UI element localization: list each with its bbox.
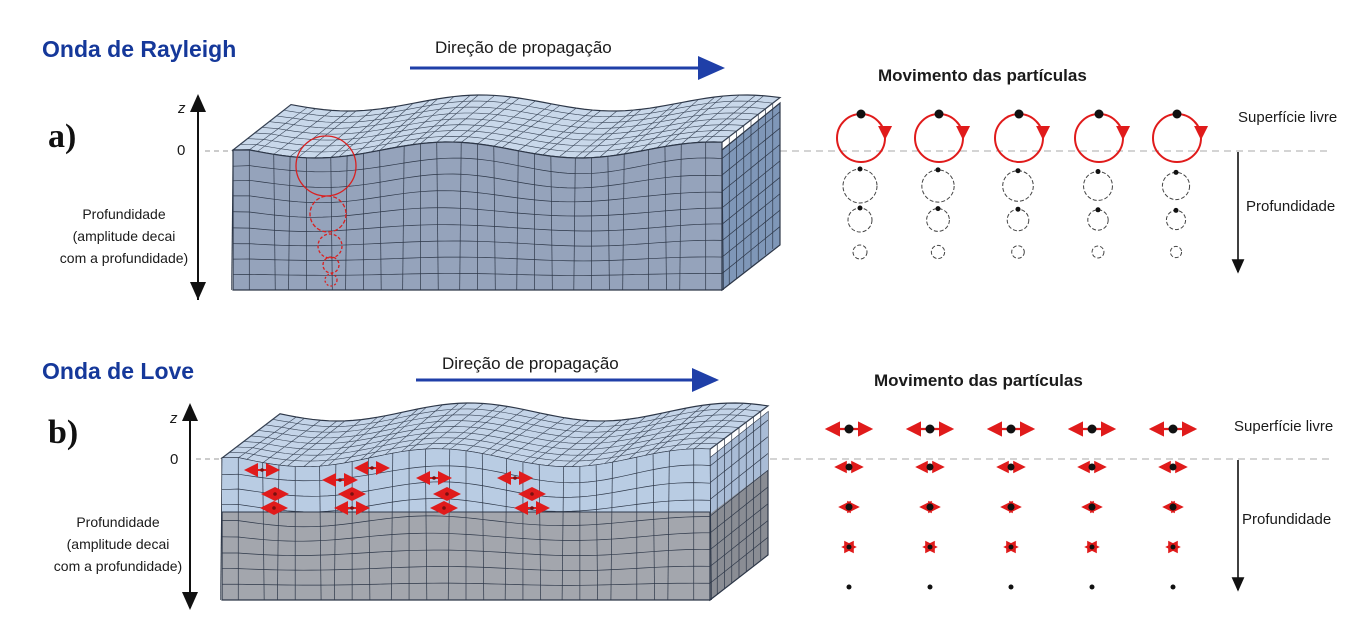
particle-marker bbox=[1158, 460, 1188, 474]
particle-motion-b bbox=[824, 421, 1198, 590]
surface-orbit bbox=[914, 109, 971, 260]
particle-marker bbox=[1067, 421, 1117, 437]
surface-orbit bbox=[836, 109, 893, 260]
particle-marker bbox=[915, 460, 945, 474]
slab-motion-arrow bbox=[354, 461, 390, 475]
particle-marker bbox=[824, 421, 874, 437]
rayleigh-panel bbox=[190, 56, 1330, 300]
particle-marker bbox=[846, 584, 852, 590]
rayleigh-tag: a) bbox=[48, 118, 77, 155]
particle-orbits-a bbox=[836, 109, 1209, 260]
rayleigh-depth-label: Profundidade bbox=[1246, 198, 1336, 215]
particle-marker bbox=[905, 421, 955, 437]
particle-marker bbox=[841, 540, 857, 554]
love-tag: b) bbox=[48, 414, 79, 451]
love-direction-label: Direção de propagação bbox=[442, 354, 619, 373]
love-motion-title: Movimento das partículas bbox=[874, 371, 1083, 390]
rayleigh-depth-description: Profundidade (amplitude decai com a prof… bbox=[59, 206, 189, 266]
love-z-label: z bbox=[170, 410, 178, 427]
surface-orbit bbox=[1074, 109, 1131, 259]
love-depth-label: Profundidade bbox=[1242, 511, 1332, 528]
particle-marker bbox=[1000, 500, 1022, 514]
love-title: Onda de Love bbox=[42, 358, 195, 384]
particle-marker bbox=[1148, 421, 1198, 437]
slab-motion-arrow bbox=[260, 501, 288, 515]
slab-motion-arrow bbox=[261, 487, 289, 501]
particle-marker bbox=[1081, 500, 1103, 514]
slab-motion-arrow bbox=[430, 501, 458, 515]
slab-motion-arrow bbox=[416, 471, 452, 485]
particle-marker bbox=[1165, 540, 1181, 554]
particle-marker bbox=[1162, 500, 1184, 514]
slab-motion-arrow bbox=[497, 471, 533, 485]
love-panel bbox=[182, 368, 1330, 610]
slab-motion-arrow bbox=[244, 463, 280, 477]
love-depth-description: Profundidade (amplitude decai com a prof… bbox=[53, 514, 183, 574]
particle-marker bbox=[919, 500, 941, 514]
slab-motion-arrow bbox=[433, 487, 461, 501]
particle-marker bbox=[996, 460, 1026, 474]
slab-motion-arrow bbox=[514, 501, 550, 515]
slab-motion-arrow bbox=[334, 501, 370, 515]
rayleigh-direction-label: Direção de propagação bbox=[435, 38, 612, 57]
slab-motion-arrow bbox=[338, 487, 366, 501]
particle-marker bbox=[922, 540, 938, 554]
particle-marker bbox=[986, 421, 1036, 437]
particle-marker bbox=[1170, 584, 1176, 590]
slab-motion-arrow bbox=[518, 487, 546, 501]
particle-marker bbox=[1003, 540, 1019, 554]
particle-marker bbox=[927, 584, 933, 590]
rayleigh-title: Onda de Rayleigh bbox=[42, 36, 237, 62]
rayleigh-zero-label: 0 bbox=[177, 142, 186, 159]
surface-orbit bbox=[1152, 109, 1209, 259]
particle-marker bbox=[838, 500, 860, 514]
love-zero-label: 0 bbox=[170, 451, 179, 468]
particle-marker bbox=[834, 460, 864, 474]
love-surface-label: Superfície livre bbox=[1234, 418, 1334, 435]
surface-orbit bbox=[994, 109, 1051, 259]
rayleigh-motion-title: Movimento das partículas bbox=[878, 66, 1087, 85]
particle-marker bbox=[1084, 540, 1100, 554]
rayleigh-surface-label: Superfície livre bbox=[1238, 109, 1338, 126]
orbit-column-in-slab bbox=[295, 135, 357, 287]
particle-marker bbox=[1008, 584, 1014, 590]
particle-marker bbox=[1077, 460, 1107, 474]
horizontal-motion-in-slab bbox=[244, 461, 550, 515]
particle-marker bbox=[1089, 584, 1095, 590]
rayleigh-z-label: z bbox=[178, 100, 186, 117]
slab-motion-arrow bbox=[322, 473, 358, 487]
